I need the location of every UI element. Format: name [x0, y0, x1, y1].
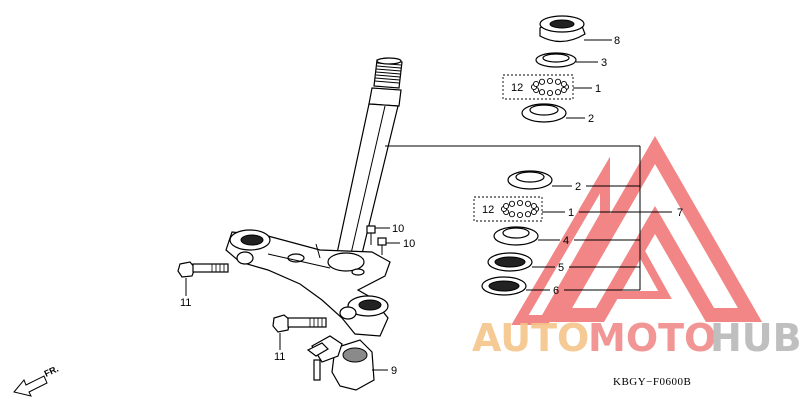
callout-2-top: 2 [588, 113, 594, 125]
callout-6: 6 [553, 285, 559, 297]
bearing-ball [524, 200, 532, 207]
callout-4: 4 [563, 235, 569, 247]
callout-9: 9 [391, 365, 397, 377]
direction-label: FR. [43, 364, 60, 379]
bolt-10-a [366, 225, 376, 245]
callout-labels: 8 3 12 1 2 2 12 1 7 4 5 6 10 10 11 11 9 [180, 35, 683, 377]
callout-12-mid: 12 [482, 204, 494, 216]
callout-11-left: 11 [180, 297, 191, 309]
lower-cone-race-4 [493, 226, 539, 246]
callout-1-mid: 1 [568, 207, 574, 219]
dust-seal-6 [481, 276, 527, 296]
bearing-ball [560, 86, 567, 94]
bearing-ball [546, 77, 554, 85]
bearing-ball [546, 89, 554, 97]
callout-5: 5 [558, 262, 564, 274]
bolt-10-b [377, 237, 387, 255]
lower-ball-race-2 [507, 170, 553, 190]
top-thread-nut-8 [539, 15, 586, 43]
bearing-ball [560, 80, 567, 88]
top-ball-race-2 [521, 103, 567, 123]
bearing-ball [554, 78, 562, 85]
bottom-bridge [225, 229, 391, 337]
bearing-ball [533, 80, 540, 88]
top-cone-race-3 [535, 52, 577, 68]
callout-10-b: 10 [403, 238, 415, 250]
bolt-11-left [177, 261, 229, 278]
bearing-ball [538, 78, 546, 85]
top-ball-bearing-1 [502, 74, 574, 100]
front-direction-arrow: FR. [13, 364, 60, 397]
watermark-logo [511, 135, 763, 325]
bearing-ball [516, 211, 524, 219]
bearing-ball [554, 89, 562, 96]
leader-lines [185, 39, 672, 371]
callout-8: 8 [614, 35, 620, 47]
diagram-code: KBGY−F0600B [613, 376, 691, 388]
callout-3: 3 [601, 57, 607, 69]
bearing-ball [503, 202, 510, 210]
watermark-text: AUTO MOTO HUB [472, 316, 800, 360]
steering-stem [335, 57, 403, 263]
watermark-hub: HUB [710, 316, 800, 360]
bearing-ball [516, 199, 524, 207]
dust-seal-5 [487, 252, 533, 272]
bearing-ball [530, 202, 537, 210]
callout-1-top: 1 [595, 83, 601, 95]
steering-lock [306, 335, 375, 391]
bearing-ball [508, 200, 516, 207]
bearing-ball [524, 211, 532, 218]
watermark-auto: AUTO [472, 316, 589, 360]
bearing-ball [538, 89, 546, 96]
callout-12-top: 12 [511, 82, 523, 94]
lower-ball-bearing-1 [473, 196, 543, 222]
callout-10-a: 10 [392, 223, 404, 235]
callout-11-bottom: 11 [274, 351, 285, 363]
callout-7: 7 [677, 207, 683, 219]
bearing-ball [508, 211, 516, 218]
watermark-moto: MOTO [588, 316, 716, 360]
bearing-ball [530, 208, 537, 216]
bolt-11-bottom [272, 314, 327, 333]
callout-2-mid: 2 [575, 181, 581, 193]
